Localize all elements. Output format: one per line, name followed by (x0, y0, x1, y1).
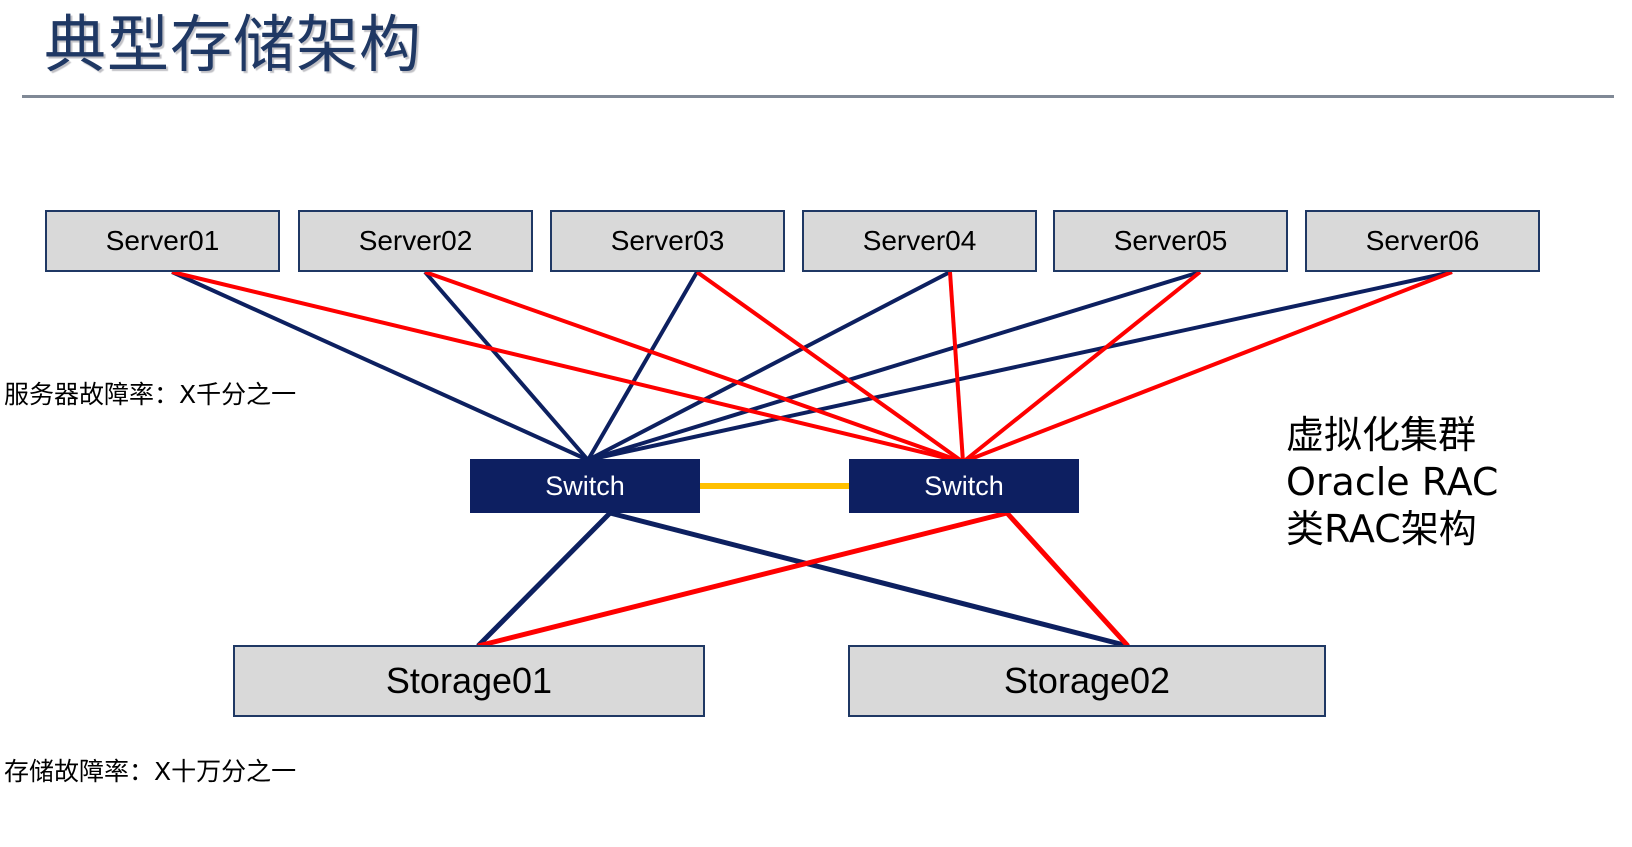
node-label: Switch (545, 470, 625, 501)
link-server-3-switch-left (586, 270, 699, 462)
link-server-1-switch-left (171, 270, 589, 462)
cluster-note-line-1: 虚拟化集群 (1286, 413, 1477, 457)
node-switch-right[interactable]: Switch (849, 459, 1079, 513)
link-switch-left-storage-2 (609, 510, 1129, 649)
page-title: 典型存储架构 (44, 8, 423, 81)
link-server-5-switch-right (961, 270, 1202, 464)
storage-failure-rate-note: 存储故障率：X十万分之一 (4, 757, 297, 786)
node-storage-2[interactable]: Storage02 (848, 645, 1326, 717)
node-server-5[interactable]: Server05 (1053, 210, 1288, 272)
link-server-3-switch-right (695, 270, 965, 464)
node-label: Server04 (862, 225, 977, 256)
link-server-2-switch-left (423, 270, 590, 462)
node-switch-left[interactable]: Switch (470, 459, 700, 513)
link-server-4-switch-right (948, 271, 965, 463)
node-server-2[interactable]: Server02 (298, 210, 533, 272)
cluster-note-line-3: 类RAC架构 (1286, 507, 1477, 551)
node-label: Storage01 (385, 660, 553, 701)
node-server-3[interactable]: Server03 (550, 210, 785, 272)
node-label: Server02 (358, 225, 473, 256)
link-server-5-switch-left (587, 270, 1201, 462)
node-label: Storage02 (1003, 660, 1171, 701)
node-label: Server01 (105, 225, 220, 256)
link-server-4-switch-left (587, 270, 951, 462)
node-server-1[interactable]: Server01 (45, 210, 280, 272)
node-label: Server05 (1113, 225, 1228, 256)
link-server-1-switch-right (171, 270, 964, 464)
server-failure-rate-note: 服务器故障率：X千分之一 (4, 380, 297, 409)
link-server-2-switch-right (424, 270, 964, 464)
cluster-note: 虚拟化集群 Oracle RAC 类RAC架构 (1286, 412, 1498, 553)
link-switch-right-storage-1 (477, 510, 1008, 649)
cluster-note-line-2: Oracle RAC (1286, 460, 1499, 504)
node-label: Server03 (610, 225, 725, 256)
node-server-4[interactable]: Server04 (802, 210, 1037, 272)
node-server-6[interactable]: Server06 (1305, 210, 1540, 272)
node-label: Server06 (1365, 225, 1480, 256)
link-switch-left-storage-1 (476, 511, 612, 648)
link-switch-right-storage-2 (1005, 511, 1130, 648)
node-label: Switch (924, 470, 1004, 501)
title-divider (22, 95, 1614, 98)
node-storage-1[interactable]: Storage01 (233, 645, 705, 717)
